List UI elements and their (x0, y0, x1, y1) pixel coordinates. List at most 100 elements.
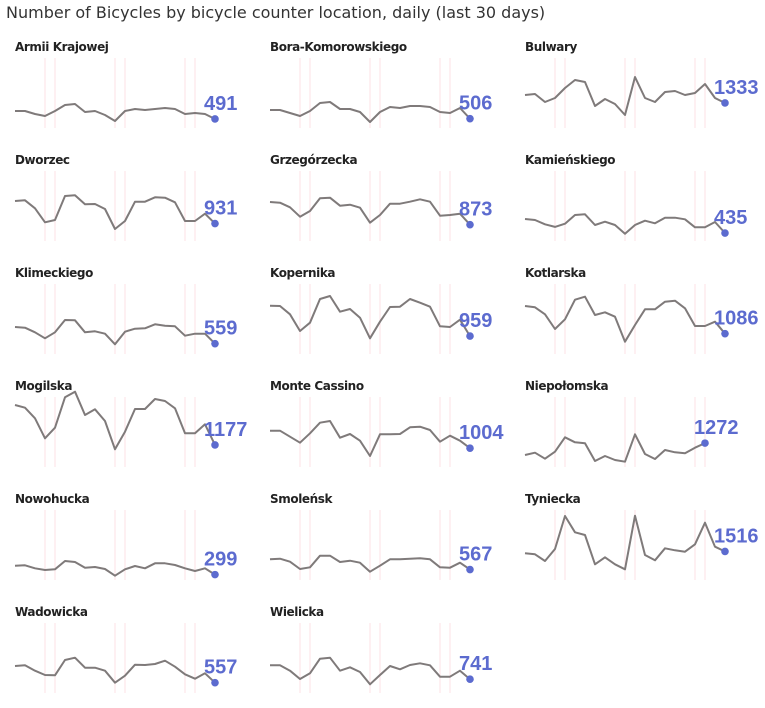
series-line (14, 390, 216, 451)
sparkline-chart: 1177 (14, 390, 247, 467)
last-value-label: 959 (459, 310, 492, 332)
sparkline-chart: 1272 (524, 397, 739, 467)
series-line (524, 76, 726, 116)
panel-title: Grzegórzecka (270, 153, 358, 167)
panel-title: Kopernika (270, 266, 336, 280)
panel-kamieńskiego: 435 Kamieńskiego (510, 143, 765, 256)
series-line (269, 554, 471, 573)
series-line (270, 656, 471, 686)
panel-wadowicka: 557 Wadowicka (0, 595, 255, 708)
panel-mogilska: 1177 Mogilska (0, 369, 255, 482)
panel-title: Mogilska (15, 379, 73, 393)
last-value-dot[interactable] (721, 329, 729, 338)
last-value-dot[interactable] (701, 439, 709, 447)
panel-title: Tyniecka (525, 492, 581, 506)
chart-title: Number of Bicycles by bicycle counter lo… (6, 3, 546, 22)
last-value-dot[interactable] (466, 220, 474, 229)
last-value-label: 299 (204, 549, 237, 571)
sparkline-chart: 1086 (524, 284, 759, 354)
series-line (524, 433, 706, 463)
last-value-dot[interactable] (211, 570, 219, 579)
last-value-label: 1086 (714, 308, 759, 330)
panel-title: Bulwary (525, 40, 577, 54)
last-value-dot[interactable] (466, 565, 474, 574)
last-value-dot[interactable] (466, 444, 474, 453)
sparkline-chart: 559 (14, 284, 237, 354)
series-line (14, 194, 216, 230)
panel-title: Kamieńskiego (525, 153, 616, 167)
last-value-dot[interactable] (466, 675, 474, 684)
panel-title: Wadowicka (15, 605, 88, 619)
last-value-dot[interactable] (466, 332, 474, 340)
last-value-dot[interactable] (211, 441, 219, 449)
series-line (14, 656, 216, 684)
last-value-label: 559 (204, 318, 237, 340)
sparkline-chart: 557 (14, 623, 237, 693)
last-value-dot[interactable] (211, 339, 219, 348)
series-line (270, 101, 471, 123)
panel-title: Monte Cassino (270, 379, 364, 393)
last-value-dot[interactable] (721, 547, 729, 556)
last-value-label: 873 (459, 199, 492, 221)
panel-title: Armii Krajowej (15, 40, 109, 54)
panel-kopernika: 959 Kopernika (255, 256, 510, 369)
panel-bora-komorowskiego: 506 Bora-Komorowskiego (255, 30, 510, 143)
panel-monte-cassino: 1004 Monte Cassino (255, 369, 510, 482)
last-value-label: 1177 (204, 419, 247, 441)
last-value-label: 435 (714, 207, 747, 229)
panel-title: Klimeckiego (15, 266, 93, 280)
panel-title: Kotlarska (525, 266, 586, 280)
last-value-label: 1333 (714, 77, 759, 99)
panel-title: Dworzec (15, 153, 70, 167)
sparkline-chart: 873 (269, 171, 492, 241)
last-value-label: 931 (204, 198, 237, 220)
sparkline-chart: 1333 (524, 58, 759, 128)
last-value-label: 1004 (459, 422, 504, 444)
series-line (14, 319, 216, 346)
panel-title: Bora-Komorowskiego (270, 40, 407, 54)
series-line (15, 103, 216, 122)
sparkline-chart: 741 (270, 623, 492, 693)
series-line (14, 560, 216, 577)
sparkline-chart: 959 (269, 284, 492, 354)
panel-dworzec: 931 Dworzec (0, 143, 255, 256)
last-value-dot[interactable] (211, 678, 219, 687)
sparkline-chart: 1004 (270, 397, 504, 467)
panel-armii-krajowej: 491 Armii Krajowej (0, 30, 255, 143)
panel-title: Nowohucka (15, 492, 90, 506)
series-line (270, 420, 471, 457)
last-value-dot[interactable] (466, 114, 474, 123)
panel-tyniecka: 1516 Tyniecka (510, 482, 765, 595)
panel-grzegórzecka: 873 Grzegórzecka (255, 143, 510, 256)
sparkline-chart: 1516 (524, 510, 759, 580)
sparkline-chart: 931 (14, 171, 237, 241)
last-value-label: 506 (459, 93, 492, 115)
last-value-label: 741 (459, 653, 492, 675)
panel-bulwary: 1333 Bulwary (510, 30, 765, 143)
series-line (269, 196, 471, 226)
last-value-dot[interactable] (721, 99, 729, 107)
panel-kotlarska: 1086 Kotlarska (510, 256, 765, 369)
sparkline-chart: 491 (15, 58, 237, 128)
panel-klimeckiego: 559 Klimeckiego (0, 256, 255, 369)
sparkline-chart: 299 (14, 510, 237, 580)
last-value-label: 567 (459, 544, 492, 566)
sparkline-chart: 506 (270, 58, 492, 128)
last-value-dot[interactable] (211, 115, 219, 123)
series-line (524, 295, 726, 343)
last-value-label: 557 (204, 657, 237, 679)
panel-title: Niepołomska (525, 379, 609, 393)
last-value-label: 1272 (694, 417, 739, 439)
sparkline-chart: 435 (524, 171, 747, 241)
last-value-label: 491 (204, 93, 237, 115)
panel-niepołomska: 1272 Niepołomska (510, 369, 765, 482)
last-value-dot[interactable] (721, 229, 729, 237)
last-value-dot[interactable] (211, 219, 219, 228)
last-value-label: 1516 (714, 525, 759, 547)
sparkline-chart: 567 (269, 510, 492, 580)
panel-nowohucka: 299 Nowohucka (0, 482, 255, 595)
series-line (524, 213, 726, 235)
series-line (524, 514, 726, 571)
